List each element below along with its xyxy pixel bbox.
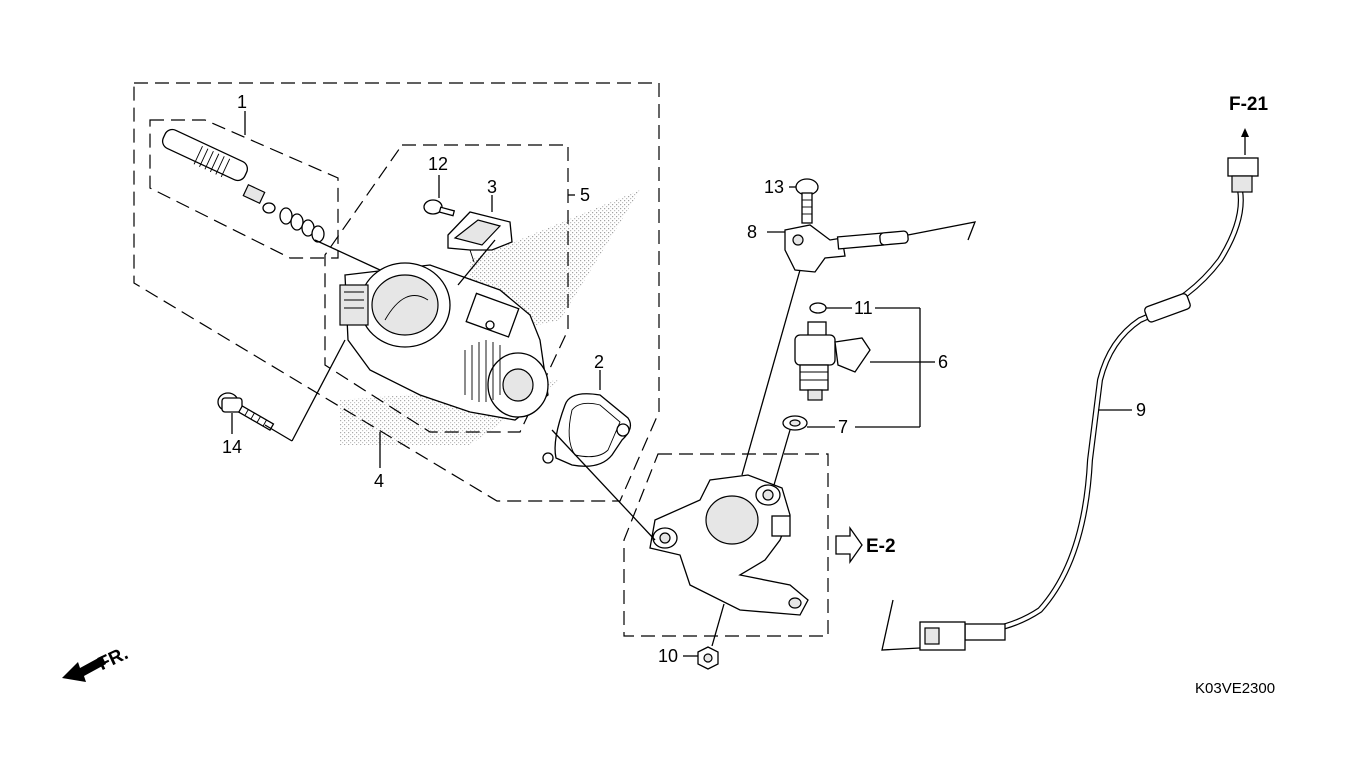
part-13-bolt [795,178,819,224]
dashed-group-sensor [149,119,339,259]
callout-6: 6 [938,352,948,372]
callout-14: 14 [222,437,242,457]
callout-8: 8 [747,222,757,242]
callout-7: 7 [838,417,848,437]
part-11-o-ring [809,302,827,314]
part-1-sensor-assembly [161,128,325,243]
drawing-code: K03VE2300 [1195,680,1275,697]
reference-e2: E-2 [866,536,896,557]
insulator-part [649,474,809,616]
callout-4: 4 [374,471,384,491]
dashed-group-insulator [623,453,829,637]
part-14-bolt [217,392,275,431]
part-2-gasket [542,393,632,467]
callout-1: 1 [237,92,247,112]
callout-2: 2 [594,352,604,372]
part-12-screw [423,199,456,217]
dashed-group-outer [133,82,660,502]
part-3-bracket [447,211,513,263]
callout-11: 11 [854,298,873,318]
reference-f21: F-21 [1229,94,1269,115]
callout-13: 13 [764,177,784,197]
callout-12: 12 [428,154,448,174]
callout-10: 10 [658,646,678,666]
callout-3: 3 [487,177,497,197]
e2-reference-arrow [835,525,863,565]
part-9-harness [919,157,1259,651]
front-direction-arrow [62,656,106,682]
dashed-group-throttle [324,144,569,433]
callout-9: 9 [1136,400,1146,420]
callout-5: 5 [580,185,590,205]
part-8-joint [784,224,909,273]
reference-fr: FR. [95,643,132,675]
part-10-nut [697,646,719,670]
part-6-injector [794,321,871,401]
part-4-throttle-body [339,262,549,421]
